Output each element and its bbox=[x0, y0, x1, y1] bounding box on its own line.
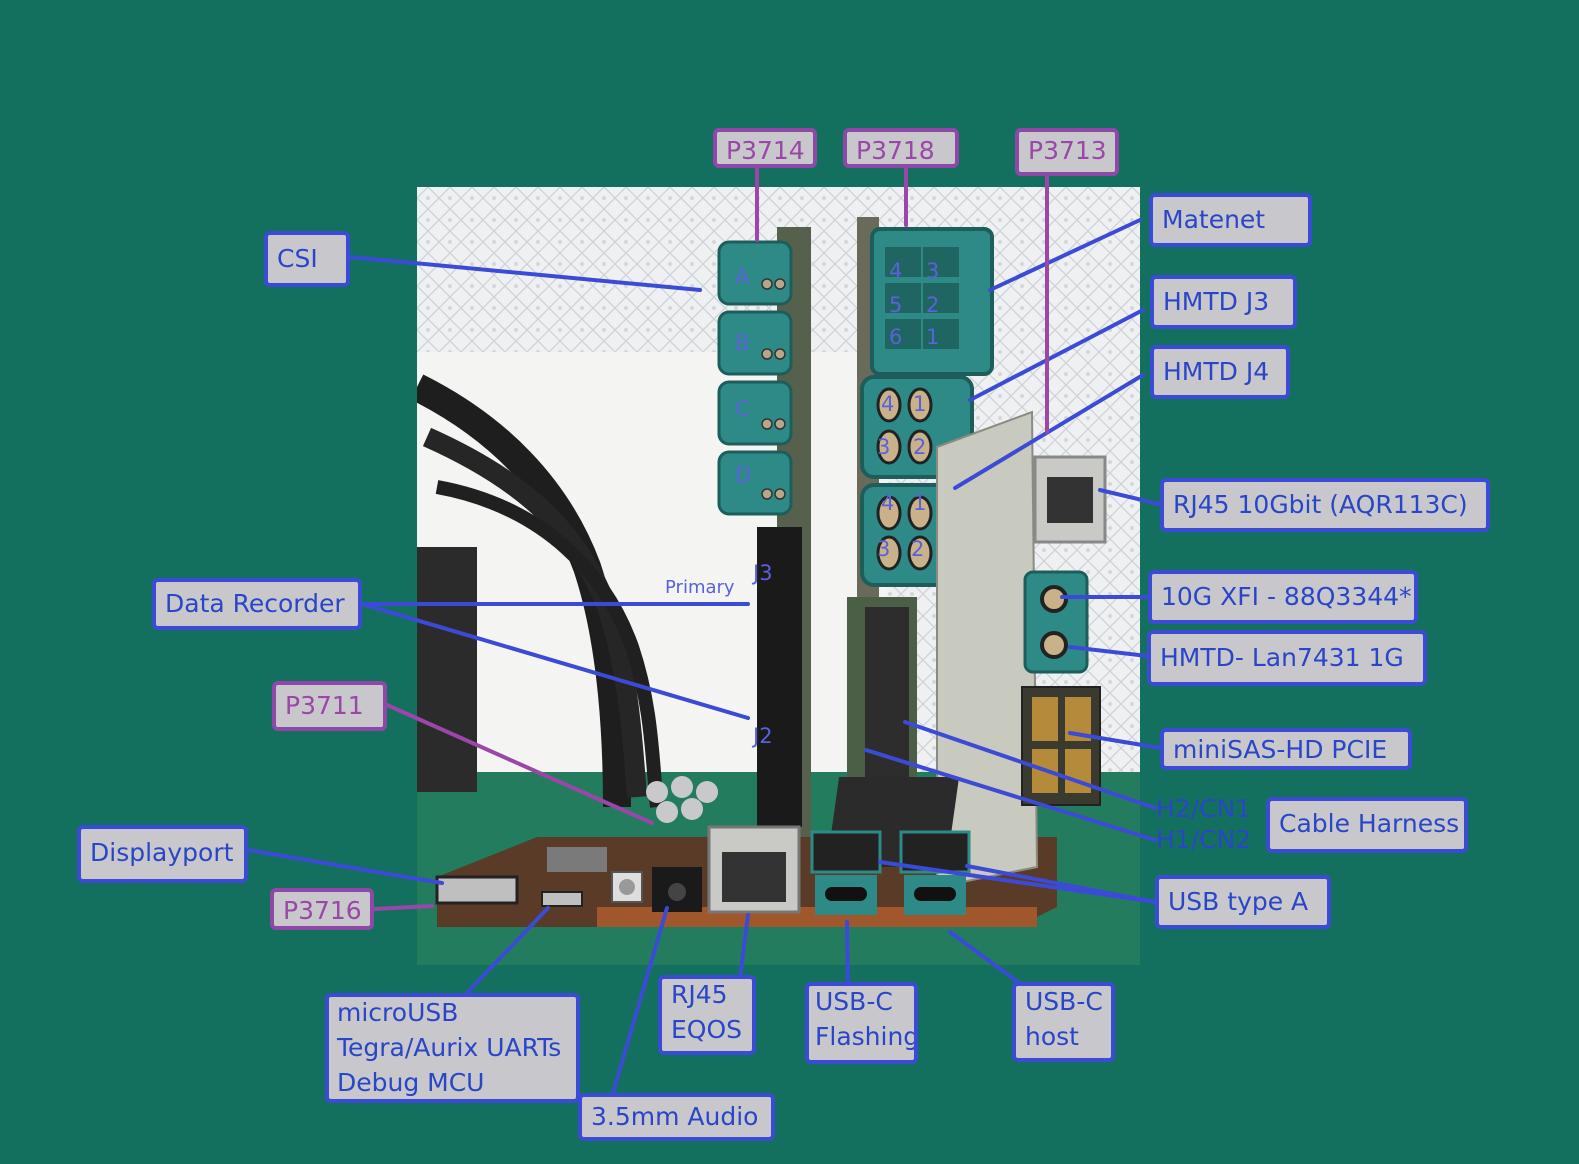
h2-cn1-label: H2/CN1 bbox=[1156, 795, 1252, 823]
usbc-host-line-1: USB-C bbox=[1025, 987, 1103, 1016]
xfi-label: 10G XFI - 88Q3344* bbox=[1148, 570, 1418, 624]
hmtd-j3-pin: 4 bbox=[881, 392, 895, 416]
hmtd-j4-pin: 1 bbox=[913, 491, 927, 515]
usbc-host-label: USB-C host bbox=[1012, 982, 1115, 1062]
usbc-flashing-label: USB-C Flashing bbox=[805, 982, 918, 1064]
rj45-eqos-line-1: RJ45 bbox=[671, 980, 728, 1009]
p3714-label: P3714 bbox=[713, 128, 817, 168]
hmtd-j3-pin: 1 bbox=[913, 392, 927, 416]
board-illustration bbox=[417, 187, 1140, 965]
usbc-flashing-line-2: Flashing bbox=[815, 1021, 918, 1051]
csi-port-c: C bbox=[735, 397, 750, 421]
matenet-pin: 5 bbox=[889, 293, 903, 317]
csi-port-b: B bbox=[735, 331, 750, 355]
data-recorder-label: Data Recorder bbox=[152, 578, 362, 630]
microusb-line-2: Tegra/Aurix UARTs bbox=[337, 1032, 562, 1062]
matenet-pin: 3 bbox=[926, 259, 940, 283]
csi-port-d: D bbox=[735, 463, 752, 487]
matenet-pin: 1 bbox=[926, 325, 940, 349]
hmtd-j4-pin: 2 bbox=[911, 537, 925, 561]
microusb-line-1: microUSB bbox=[337, 998, 459, 1027]
hmtd-j3-pin: 2 bbox=[913, 435, 927, 459]
matenet-pin: 2 bbox=[926, 293, 940, 317]
h1-cn2-label: H1/CN2 bbox=[1156, 826, 1252, 854]
primary-label: Primary bbox=[665, 577, 735, 598]
matenet-pin: 6 bbox=[889, 325, 903, 349]
board-photo: A B C D 4 3 5 2 6 1 4 1 3 2 4 1 3 2 J3 J… bbox=[417, 187, 1140, 965]
displayport-label: Displayport bbox=[77, 825, 248, 883]
matenet-pin: 4 bbox=[889, 259, 903, 283]
cable-harness-label: Cable Harness bbox=[1266, 797, 1468, 853]
hmtd-j4-pin: 3 bbox=[877, 537, 891, 561]
hmtd-j3-pin: 3 bbox=[877, 435, 891, 459]
hmtd-j4-pin: 4 bbox=[881, 491, 895, 515]
hmtd-lan7431-label: HMTD- Lan7431 1G bbox=[1147, 630, 1427, 686]
microusb-label: microUSB Tegra/Aurix UARTs Debug MCU bbox=[325, 993, 580, 1103]
csi-port-a: A bbox=[735, 265, 750, 289]
p3711-label: P3711 bbox=[272, 681, 387, 731]
usbc-host-line-2: host bbox=[1025, 1021, 1079, 1051]
matenet-label: Matenet bbox=[1149, 193, 1312, 247]
p3718-label: P3718 bbox=[843, 128, 959, 168]
hmtd-j3-label: HMTD J3 bbox=[1150, 275, 1297, 329]
p3713-label: P3713 bbox=[1015, 128, 1119, 176]
matenet-connector bbox=[870, 227, 994, 376]
microusb-line-3: Debug MCU bbox=[337, 1067, 485, 1097]
rj45-10gbit-label: RJ45 10Gbit (AQR113C) bbox=[1160, 478, 1490, 532]
p3716-label: P3716 bbox=[270, 888, 374, 930]
csi-connectors bbox=[717, 240, 793, 516]
audio-label: 3.5mm Audio bbox=[578, 1093, 775, 1141]
j3-label: J3 bbox=[753, 561, 773, 585]
rj45-eqos-line-2: EQOS bbox=[671, 1014, 743, 1044]
usbc-flashing-line-1: USB-C bbox=[815, 987, 893, 1016]
csi-label: CSI bbox=[264, 231, 350, 287]
minisas-label: miniSAS-HD PCIE bbox=[1160, 728, 1412, 770]
hmtd-j4-label: HMTD J4 bbox=[1150, 345, 1290, 399]
rj45-eqos-label: RJ45 EQOS bbox=[658, 975, 756, 1055]
j2-label: J2 bbox=[753, 724, 773, 748]
usb-type-a-label: USB type A bbox=[1155, 875, 1331, 929]
